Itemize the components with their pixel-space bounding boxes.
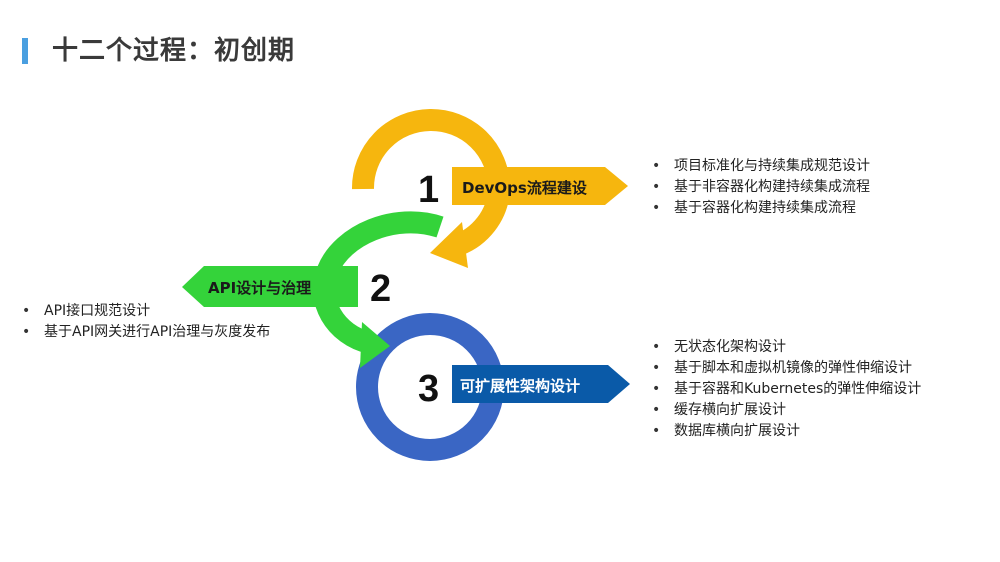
step-2-arrowhead [360,322,390,368]
step-1-arc [351,109,510,190]
step-2-label-shape [182,266,358,307]
list-item: 无状态化架构设计 [652,337,921,358]
step-3-label-shape [452,365,630,403]
title-accent-bar [22,38,28,64]
list-item: 基于脚本和虚拟机镜像的弹性伸缩设计 [652,358,921,379]
step-2-number: 2 [370,268,391,310]
step-1-label-text: DevOps流程建设 [462,179,587,197]
step-1-label-shape [452,167,628,205]
step-2-label-text: API设计与治理 [208,279,311,297]
step-3-bullet-list: 无状态化架构设计 基于脚本和虚拟机镜像的弹性伸缩设计 基于容器和Kubernet… [652,337,921,442]
list-item: API接口规范设计 [22,301,270,322]
list-item: 基于容器和Kubernetes的弹性伸缩设计 [652,379,921,400]
step-2-label: API设计与治理 [182,266,358,307]
step-3-number: 3 [418,368,439,410]
list-item: 数据库横向扩展设计 [652,421,921,442]
list-item: 基于非容器化构建持续集成流程 [652,177,870,198]
step-1-arrowhead [430,222,468,268]
step-1-number: 1 [418,169,439,211]
page-title: 十二个过程：初创期 [52,36,296,66]
list-item: 基于容器化构建持续集成流程 [652,198,870,219]
step-1-bullet-list: 项目标准化与持续集成规范设计 基于非容器化构建持续集成流程 基于容器化构建持续集… [652,156,870,219]
list-item: 基于API网关进行API治理与灰度发布 [22,322,270,343]
step-2-bullet-list: API接口规范设计 基于API网关进行API治理与灰度发布 [22,301,270,343]
step-3-label: 可扩展性架构设计 [452,365,630,403]
step-3-label-text: 可扩展性架构设计 [460,377,580,395]
step-1-label: DevOps流程建设 [452,167,628,205]
list-item: 缓存横向扩展设计 [652,400,921,421]
list-item: 项目标准化与持续集成规范设计 [652,156,870,177]
